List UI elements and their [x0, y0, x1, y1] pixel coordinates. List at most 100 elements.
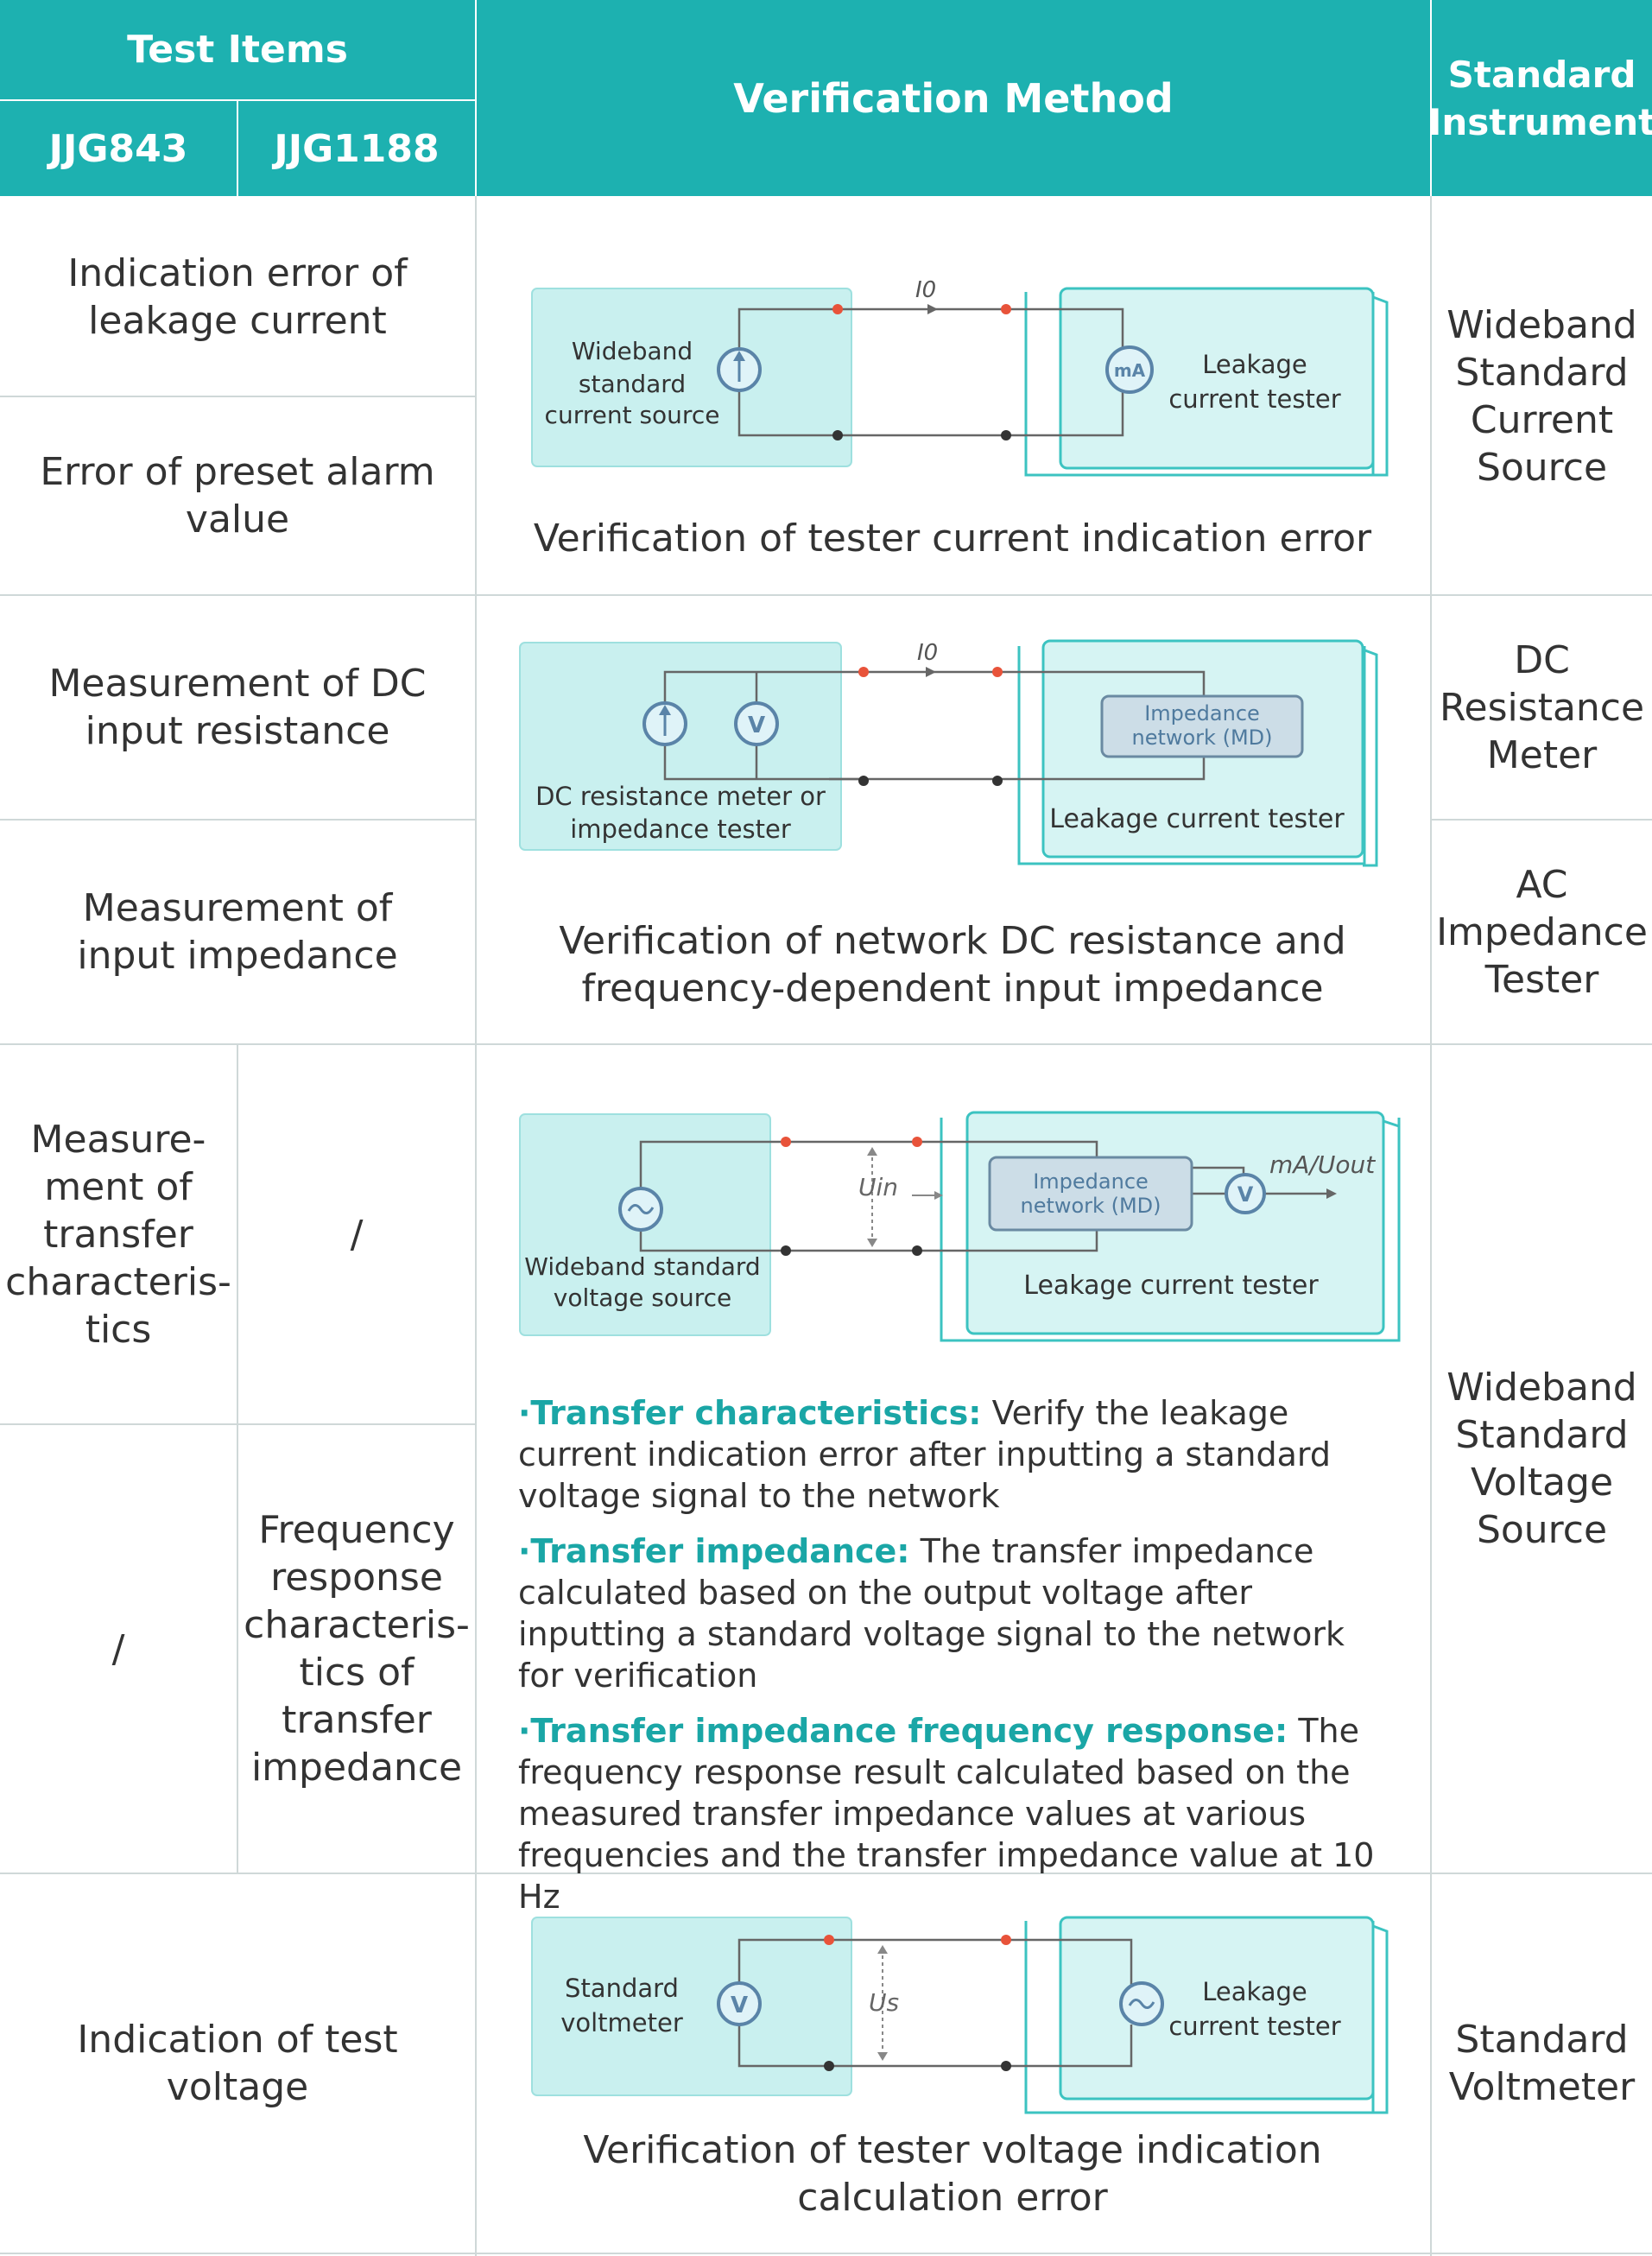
grid-h-r3 — [0, 1873, 1652, 1874]
header-test-items: Test Items — [0, 0, 475, 99]
r2-instrument-dc: DC Resistance Meter — [1432, 596, 1652, 819]
r2-terminal-bot-1 — [858, 776, 869, 786]
r2-voltmeter-label: V — [748, 713, 765, 738]
r3-wire-bottom — [639, 1226, 1098, 1252]
r2-circuit-diagram: V Impedance network (MD) I0 DC resistanc… — [519, 639, 1378, 867]
r4-item-test-voltage: Indication of test voltage — [0, 1874, 475, 2253]
r1-source-box — [531, 288, 852, 467]
r4-source-label-1: Standard — [565, 1974, 679, 2003]
r3-network-label-2: network (MD) — [1020, 1194, 1161, 1218]
r1-source-label-2: standard — [579, 370, 686, 398]
r3-wire-top — [639, 1140, 1098, 1192]
r4-terminal-top-2 — [1001, 1935, 1011, 1945]
header-verification-method-label: Verification Method — [733, 74, 1174, 122]
header-jjg843: JJG843 — [0, 101, 237, 196]
r1-caption: Verification of tester current indicatio… — [533, 516, 1372, 561]
r2-caption: Verification of network DC resistance an… — [559, 919, 1346, 1011]
header-sep-h — [0, 99, 475, 101]
r3-bullet-3-text: The frequency response result calculated… — [518, 1712, 1375, 1916]
r2-instrument-b-label: AC Impedance Tester — [1436, 862, 1648, 1002]
r2-item-dc-resistance: Measurement of DC input resistance — [0, 596, 475, 819]
r4-instrument: Standard Voltmeter — [1432, 1874, 1652, 2253]
r1-ammeter-icon — [1105, 345, 1154, 394]
r4-tester-box — [1059, 1916, 1375, 2101]
r2-item-input-impedance: Measurement of input impedance — [0, 821, 475, 1043]
grid-v-mid-r3 — [237, 1043, 238, 1873]
grid-h-r2 — [0, 1043, 1652, 1045]
r1-tester-box — [1059, 287, 1375, 470]
r1-item-indication-error: Indication error of leakage current — [0, 198, 475, 396]
header-jjg843-label: JJG843 — [48, 126, 188, 171]
r3-bullet-1-title: ·Transfer characteristics: — [518, 1394, 982, 1432]
r4-instrument-label: Standard Voltmeter — [1448, 2018, 1636, 2109]
r4-tester-label-2: current tester — [1168, 2012, 1340, 2041]
r2-instrument-a-label: DC Resistance Meter — [1439, 637, 1645, 777]
grid-h-r1 — [0, 594, 1652, 596]
r2-current-label: I0 — [917, 640, 938, 666]
r4-wire-top — [737, 1938, 1133, 2004]
r1-terminal-top-1 — [832, 304, 843, 314]
r3-item-843-b-label: / — [111, 1626, 125, 1671]
r3-bullet-3-title: ·Transfer impedance frequency response: — [518, 1712, 1288, 1750]
r3-item-transfer-characteristics: Measure-ment of transfer characteris-tic… — [0, 1045, 237, 1423]
r2-item-a-label: Measurement of DC input resistance — [48, 662, 427, 753]
r4-item-label: Indication of test voltage — [77, 2018, 398, 2109]
r3-voltmeter-icon — [1225, 1173, 1266, 1214]
r2-network-label-2: network (MD) — [1131, 726, 1272, 750]
r1-tester-label-1: Leakage — [1202, 350, 1307, 379]
r4-terminal-top-1 — [824, 1935, 834, 1945]
r4-voltmeter-label: V — [731, 1993, 748, 2018]
grid-v-left-method — [475, 196, 477, 2256]
r2-voltmeter-icon — [734, 701, 779, 746]
r3-uin-label: Uin — [858, 1173, 898, 1201]
r4-terminal-bot-2 — [1001, 2061, 1011, 2071]
r2-source-box — [519, 642, 842, 851]
r1-circuit-diagram: mA I0 Wideband standard current source L… — [531, 277, 1389, 477]
grid-h-bottom — [0, 2253, 1652, 2254]
r3-terminal-bot-1 — [781, 1245, 791, 1256]
r2-source-label-1: DC resistance meter or — [535, 782, 826, 811]
r3-terminal-bot-2 — [912, 1245, 922, 1256]
r2-item-b-label: Measurement of input impedance — [77, 886, 398, 978]
r1-terminal-bot-2 — [1001, 430, 1011, 440]
r1-wire-bottom — [737, 387, 1124, 437]
r3-bullet-list: ·Transfer characteristics: Verify the le… — [518, 1392, 1399, 1931]
r3-voltmeter-label: V — [1237, 1182, 1254, 1207]
r3-item-843-slash: / — [0, 1425, 237, 1873]
r1-source-label-3: current source — [545, 401, 720, 429]
r2-terminal-top-2 — [992, 667, 1003, 677]
r3-output-label: mA/Uout — [1269, 1150, 1376, 1179]
r3-source-label-2: voltage source — [554, 1283, 732, 1312]
r1-terminal-top-2 — [1001, 304, 1011, 314]
r3-bullet-2-title: ·Transfer impedance: — [518, 1532, 910, 1570]
header-jjg1188-label: JJG1188 — [274, 126, 440, 171]
header-sep-v3 — [1430, 0, 1432, 196]
r4-source-box — [531, 1917, 852, 2096]
r3-bullet-1-text: Verify the leakage current indication er… — [518, 1394, 1331, 1515]
header-jjg1188: JJG1188 — [238, 101, 475, 196]
r2-terminal-top-1 — [858, 667, 869, 677]
r2-tester-outline — [1017, 646, 1366, 865]
r4-us-label: Us — [869, 1988, 899, 2017]
r2-instrument-ac: AC Impedance Tester — [1432, 821, 1652, 1043]
r4-caption: Verification of tester voltage indicatio… — [583, 2128, 1322, 2220]
r1-item-b-label: Error of preset alarm value — [40, 450, 435, 542]
r3-instrument: Wideband Standard Voltage Source — [1432, 1045, 1652, 1873]
r3-item-1188-a-label: / — [350, 1212, 364, 1257]
r1-terminal-bot-1 — [832, 430, 843, 440]
r1-instrument: Wideband Standard Current Source — [1432, 198, 1652, 594]
r2-network-label-1: Impedance — [1144, 701, 1260, 726]
r3-network-label-1: Impedance — [1033, 1169, 1149, 1194]
header-sep-v1 — [237, 101, 238, 196]
header-verification-method: Verification Method — [477, 0, 1430, 196]
r3-source-label-1: Wideband standard — [524, 1252, 760, 1281]
header-standard-instrument: Standard Instrument — [1428, 0, 1652, 196]
r1-tester-label-2: current tester — [1168, 384, 1340, 414]
r3-bullet-2-text: The transfer impedance calculated based … — [518, 1532, 1345, 1695]
r4-source-label-2: voltmeter — [560, 2008, 683, 2037]
r3-circuit-diagram: Uin Impedance network (MD) V mA/Uout Wid… — [519, 1111, 1401, 1342]
r3-terminal-top-1 — [781, 1137, 791, 1147]
r1-current-label: I0 — [915, 277, 936, 303]
grid-h-r2a — [0, 819, 475, 821]
grid-h-r3a — [0, 1423, 475, 1425]
